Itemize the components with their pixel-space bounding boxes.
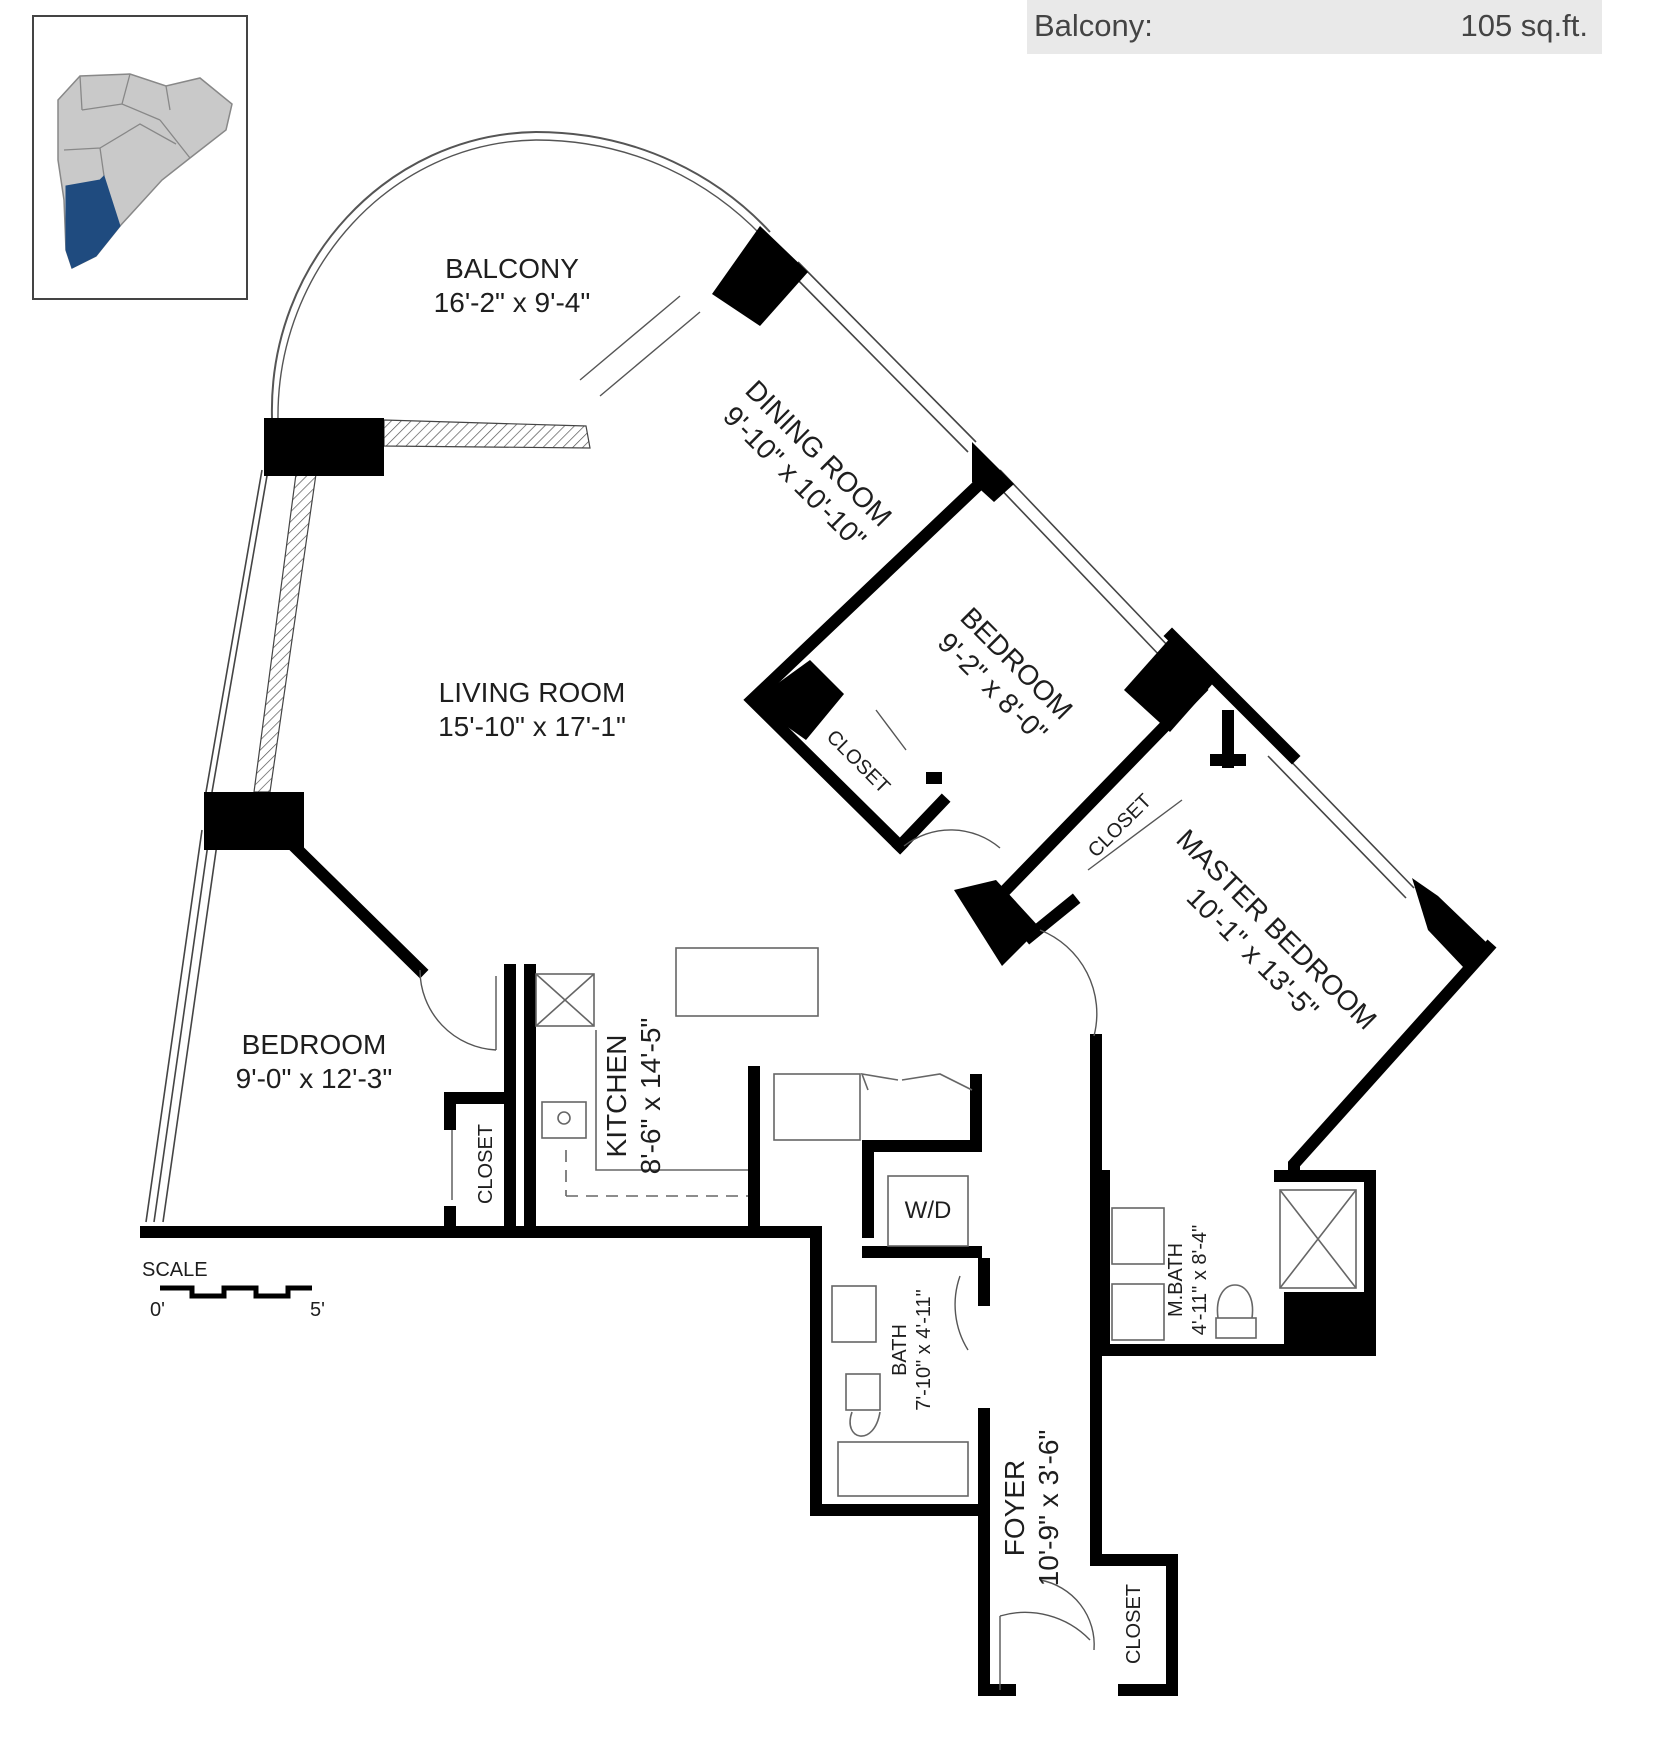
mbath-dims: 4'-11" x 8'-4" bbox=[1189, 1225, 1211, 1335]
balcony-dims: 16'-2" x 9'-4" bbox=[434, 287, 591, 318]
columns bbox=[204, 226, 1488, 968]
walls bbox=[140, 465, 1497, 1696]
living-dims: 15'-10" x 17'-1" bbox=[438, 711, 626, 742]
bath-dims: 7'-10" x 4'-11" bbox=[913, 1289, 935, 1411]
balcony-outline bbox=[270, 130, 771, 421]
windows bbox=[145, 261, 1415, 1223]
hatched-wall-balcony bbox=[383, 419, 591, 449]
closet-foyer: CLOSET bbox=[1123, 1584, 1145, 1664]
kitchen-name: KITCHEN bbox=[601, 1035, 632, 1158]
master-name: MASTER BEDROOM bbox=[1171, 823, 1383, 1035]
mbath-wall-block bbox=[1284, 1292, 1370, 1352]
hatched-wall-living bbox=[253, 473, 317, 793]
fixtures bbox=[535, 947, 1357, 1497]
closet-bedroom1: CLOSET bbox=[475, 1124, 497, 1204]
bath-name: BATH bbox=[889, 1324, 911, 1376]
key-plan-unit-highlight bbox=[65, 175, 121, 269]
scale-start: 0' bbox=[150, 1299, 165, 1321]
doors bbox=[419, 295, 1183, 1690]
mbath-name: M.BATH bbox=[1165, 1243, 1187, 1317]
area-value: 105 sq.ft. bbox=[1460, 8, 1588, 43]
scale-title: SCALE bbox=[142, 1259, 208, 1281]
scale-bar: SCALE 0' 5' bbox=[142, 1259, 325, 1321]
living-name: LIVING ROOM bbox=[439, 677, 626, 708]
key-plan bbox=[32, 15, 248, 300]
wd-label: W/D bbox=[905, 1197, 952, 1224]
bedroom1-name: BEDROOM bbox=[242, 1029, 387, 1060]
balcony-name: BALCONY bbox=[445, 253, 579, 284]
kitchen-dims: 8'-6" x 14'-5" bbox=[635, 1018, 666, 1175]
area-label: Balcony: bbox=[1034, 8, 1153, 43]
foyer-name: FOYER bbox=[999, 1460, 1030, 1556]
scale-end: 5' bbox=[310, 1299, 325, 1321]
bedroom1-dims: 9'-0" x 12'-3" bbox=[236, 1063, 393, 1094]
area-summary-bar bbox=[1027, 0, 1602, 54]
foyer-dims: 10'-9" x 3'-6" bbox=[1033, 1430, 1064, 1587]
